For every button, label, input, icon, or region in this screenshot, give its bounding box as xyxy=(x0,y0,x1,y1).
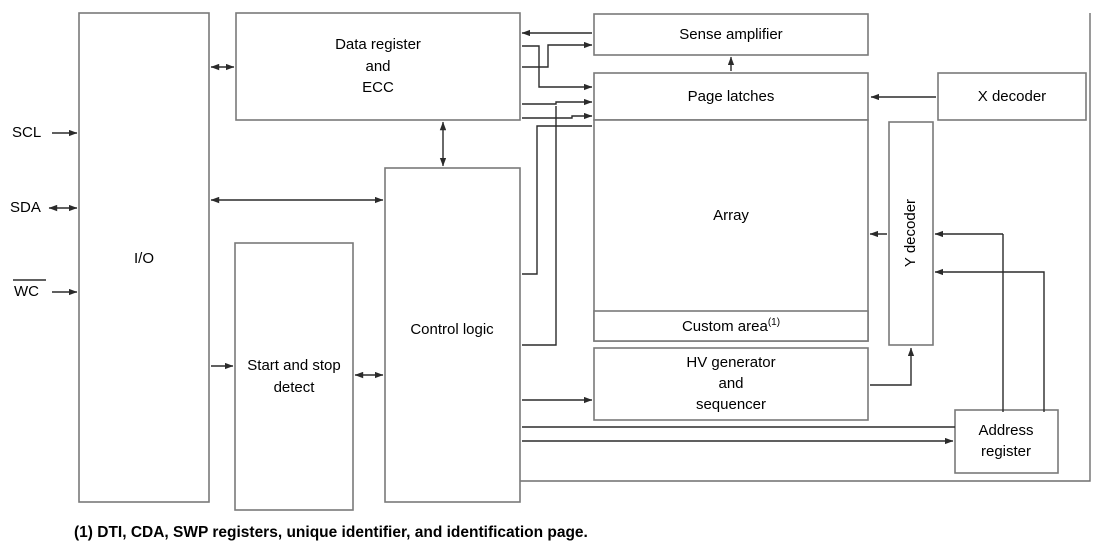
control-logic-label: Control logic xyxy=(410,321,494,338)
data-register-label-1: Data register xyxy=(335,36,421,53)
block-start-stop-detect: Start and stop detect xyxy=(234,242,354,511)
hv-generator-label-2: and xyxy=(718,375,743,392)
wire-control-logic-to-sense-amplifier xyxy=(522,41,593,68)
hv-generator-label-1: HV generator xyxy=(686,354,775,371)
block-page-latches: Page latches xyxy=(593,72,869,121)
signal-scl-label: SCL xyxy=(12,124,41,141)
data-register-label-3: ECC xyxy=(362,79,394,96)
address-register-label-1: Address xyxy=(978,422,1033,439)
y-decoder-label: Y decoder xyxy=(902,199,919,267)
footnote-text: (1) DTI, CDA, SWP registers, unique iden… xyxy=(74,524,588,541)
block-custom-area: Custom area(1) xyxy=(593,310,869,342)
custom-area-label: Custom area xyxy=(682,318,769,335)
address-register-label-2: register xyxy=(981,443,1031,460)
block-control-logic: Control logic xyxy=(384,167,521,503)
block-x-decoder: X decoder xyxy=(937,72,1087,121)
hv-generator-label-3: sequencer xyxy=(696,396,766,413)
data-register-label-2: and xyxy=(365,58,390,75)
wire-control-logic-to-page-latches-b xyxy=(522,112,593,120)
wire-address-register-to-y-decoder-b xyxy=(934,268,1045,412)
block-sense-amplifier: Sense amplifier xyxy=(593,13,869,56)
block-data-register-ecc: Data register and ECC xyxy=(235,12,521,121)
block-array: Array xyxy=(593,119,869,342)
wire-hv-generator-to-y-decoder xyxy=(870,347,915,386)
svg-text:Custom area(1): Custom area(1) xyxy=(682,317,780,335)
signal-wc: WC xyxy=(13,279,78,300)
signal-wc-label: WC xyxy=(14,283,39,300)
block-hv-generator-sequencer: HV generator and sequencer xyxy=(593,347,869,421)
sense-amplifier-label: Sense amplifier xyxy=(679,26,782,43)
block-y-decoder: Y decoder xyxy=(888,121,934,346)
array-label: Array xyxy=(713,207,749,224)
page-latches-label: Page latches xyxy=(688,88,775,105)
custom-area-superscript: (1) xyxy=(768,317,780,328)
wire-control-logic-to-page-latches-a xyxy=(522,98,593,106)
wire-address-register-to-y-decoder-a xyxy=(934,230,1004,412)
outer-frame xyxy=(520,13,1091,482)
signal-sda-label: SDA xyxy=(10,199,41,216)
start-stop-label-1: Start and stop xyxy=(247,357,340,374)
x-decoder-label: X decoder xyxy=(978,88,1046,105)
io-label: I/O xyxy=(134,250,154,267)
wire-control-logic-rail-b xyxy=(522,106,557,346)
start-stop-label-2: detect xyxy=(274,379,316,396)
signal-sda: SDA xyxy=(10,199,78,216)
signal-scl: SCL xyxy=(12,124,78,141)
block-address-register: Address register xyxy=(954,409,1059,474)
wire-control-logic-rail-a xyxy=(522,125,592,275)
block-io: I/O xyxy=(78,12,210,503)
